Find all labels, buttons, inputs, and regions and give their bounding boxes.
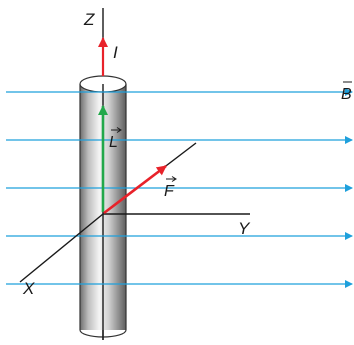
x-axis-front <box>19 213 104 283</box>
force-label-text: F <box>164 183 175 200</box>
force-vector <box>103 164 167 215</box>
length-label-vector-tip <box>116 127 122 133</box>
field-label: B <box>341 81 352 103</box>
length-label-text: L <box>109 134 118 151</box>
current-label: I <box>113 43 118 62</box>
magnetic-field-lines <box>6 88 353 288</box>
z-axis-label: Z <box>83 10 95 29</box>
field-label-text: B <box>341 86 352 103</box>
force-label-vector-tip <box>171 176 177 182</box>
y-axis-label: Y <box>238 219 251 238</box>
x-axis-label: X <box>22 279 35 298</box>
length-label: L <box>109 127 122 151</box>
force-label: F <box>164 176 177 200</box>
